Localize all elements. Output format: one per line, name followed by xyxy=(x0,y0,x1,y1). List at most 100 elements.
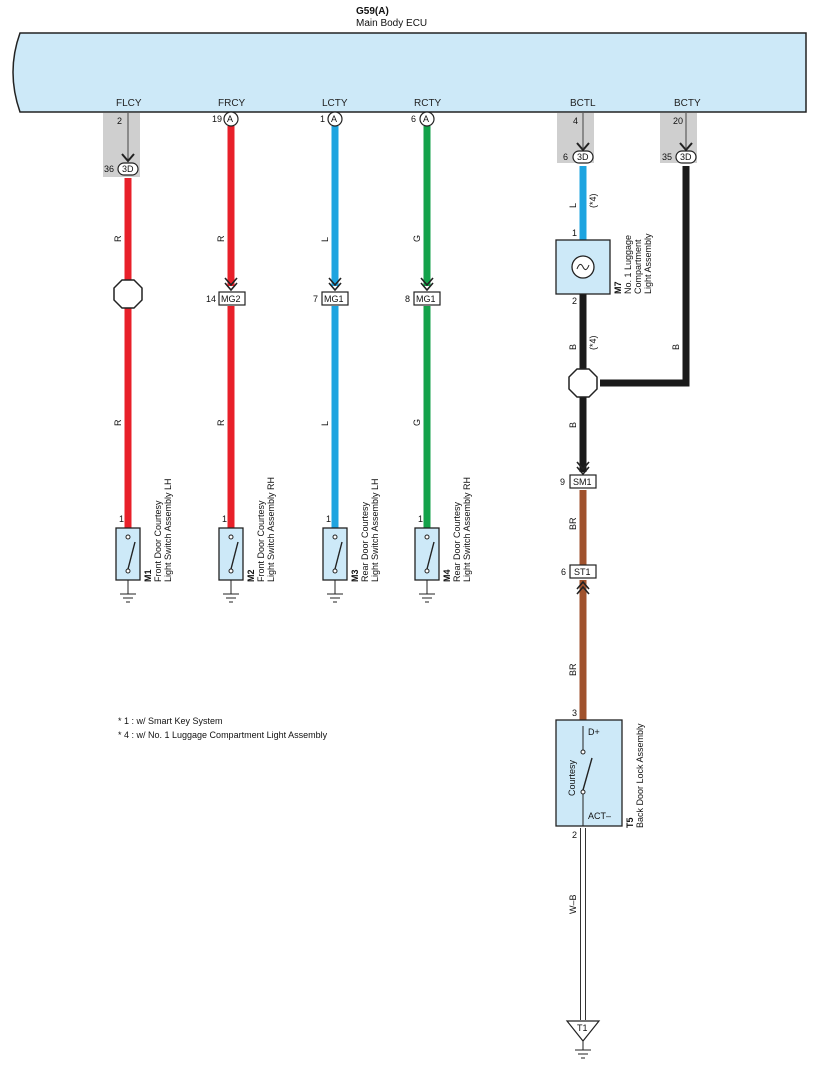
component-t5-name: Back Door Lock Assembly xyxy=(635,723,645,828)
connector-st1-label: ST1 xyxy=(574,567,591,577)
component-m4-name-2: Light Switch Assembly RH xyxy=(462,477,472,582)
pin-bcty-3d: 35 xyxy=(662,152,672,162)
wire-label-flcy-lower: R xyxy=(113,419,123,426)
ground-icon xyxy=(223,593,239,603)
component-m7-name-2: Compartment xyxy=(633,239,643,294)
wire-label-sm1-brown: BR xyxy=(568,517,578,530)
component-m1-name-1: Front Door Courtesy xyxy=(153,500,163,582)
pin-t5-2: 2 xyxy=(572,830,577,840)
t5-contact-bottom xyxy=(580,789,586,795)
component-m3-name-1: Rear Door Courtesy xyxy=(360,501,370,582)
component-m2-name-2: Light Switch Assembly RH xyxy=(266,477,276,582)
component-m7-name-3: Light Assembly xyxy=(643,233,653,294)
main-body-ecu-box xyxy=(12,32,807,113)
m3-contact-top xyxy=(332,534,338,540)
arrow-sm1 xyxy=(576,461,590,476)
pin-bctl-3d: 6 xyxy=(563,152,568,162)
wire-label-wb: W–B xyxy=(568,894,578,914)
ground-icon xyxy=(575,1049,591,1059)
wire-label-lcty-upper: L xyxy=(320,237,330,242)
ground-icon xyxy=(419,593,435,603)
pin-rcty-top: 6 xyxy=(411,114,416,124)
pin-m3-1: 1 xyxy=(326,514,331,524)
connector-a-lcty-label: A xyxy=(331,114,337,124)
component-m1-name-2: Light Switch Assembly LH xyxy=(163,478,173,582)
pin-st1: 6 xyxy=(561,567,566,577)
connector-a-rcty xyxy=(419,111,435,127)
wire-label-bcty: B xyxy=(671,344,681,350)
pin-frcy-top: 19 xyxy=(212,114,222,124)
connector-a-frcy-label: A xyxy=(227,114,233,124)
pin-m2-1: 1 xyxy=(222,514,227,524)
pin-bcty-top: 20 xyxy=(673,116,683,126)
connector-mg2-label: MG2 xyxy=(221,294,241,304)
connector-3d-bcty-label: 3D xyxy=(680,152,692,162)
terminal-rcty: RCTY xyxy=(414,98,442,109)
m4-contact-top xyxy=(424,534,430,540)
ground-icon xyxy=(327,593,343,603)
pin-sm1: 9 xyxy=(560,477,565,487)
pin-m7-2: 2 xyxy=(572,296,577,306)
wire-bcty-black xyxy=(600,166,690,387)
wire-label-rcty-lower: G xyxy=(412,419,422,426)
t5-contact-top xyxy=(580,749,586,755)
wire-label-bctl: L xyxy=(568,203,578,208)
component-m2-name-1: Front Door Courtesy xyxy=(256,500,266,582)
arrow-st1 xyxy=(576,580,590,595)
arrow-mg2 xyxy=(224,277,238,292)
connector-mg1-lcty-label: MG1 xyxy=(324,294,344,304)
component-m4-id: M4 xyxy=(442,569,452,582)
terminal-flcy: FLCY xyxy=(116,98,142,109)
m1-switch-blade xyxy=(127,541,136,570)
arrow-flcy xyxy=(121,153,135,163)
m2-contact-bottom xyxy=(228,568,234,574)
connector-a-rcty-label: A xyxy=(423,114,429,124)
component-t5-box xyxy=(555,719,623,827)
pin-bctl-top: 4 xyxy=(573,116,578,126)
m2-contact-top xyxy=(228,534,234,540)
pin-lcty-top: 1 xyxy=(320,114,325,124)
component-m3-name-2: Light Switch Assembly LH xyxy=(370,478,380,582)
ecu-code: G59(A) xyxy=(356,6,389,17)
footnote-4: * 4 : w/ No. 1 Luggage Compartment Light… xyxy=(118,730,328,740)
connector-mg2 xyxy=(218,291,246,306)
lamp-filament-icon xyxy=(576,263,590,271)
component-m4-name-1: Rear Door Courtesy xyxy=(452,501,462,582)
component-m7-id: M7 xyxy=(613,281,623,294)
wire-label-junction-black: B xyxy=(568,422,578,428)
connector-sm1-label: SM1 xyxy=(573,477,592,487)
t5-act-label: ACT– xyxy=(588,811,611,821)
t5-dplus-label: D+ xyxy=(588,727,600,737)
connector-a-frcy xyxy=(223,111,239,127)
wire-label-m7-note: (*4) xyxy=(588,335,598,350)
connector-sm1 xyxy=(569,474,597,489)
ecu-name: Main Body ECU xyxy=(356,18,427,29)
connector-3d-flcy xyxy=(117,162,139,176)
component-m3-id: M3 xyxy=(350,569,360,582)
arrow-bctl xyxy=(576,142,590,152)
m4-switch-blade xyxy=(426,541,435,570)
connector-st1 xyxy=(569,564,597,579)
pin-m1-1: 1 xyxy=(119,514,124,524)
connector-3d-bcty xyxy=(675,150,697,164)
splice-bctl-bcty xyxy=(568,368,598,398)
connector-3d-flcy-label: 3D xyxy=(122,164,134,174)
arrow-mg1-rcty xyxy=(420,277,434,292)
terminal-lcty: LCTY xyxy=(322,98,348,109)
m1-contact-bottom xyxy=(125,568,131,574)
wire-label-st1-brown: BR xyxy=(568,663,578,676)
m1-contact-top xyxy=(125,534,131,540)
arrow-bcty xyxy=(679,142,693,152)
pin-t5-3: 3 xyxy=(572,708,577,718)
t5-courtesy-label: Courtesy xyxy=(567,759,577,796)
wire-label-bctl-note: (*4) xyxy=(588,193,598,208)
pin-m4-1: 1 xyxy=(418,514,423,524)
m3-contact-bottom xyxy=(332,568,338,574)
t5-switch-blade xyxy=(582,757,593,791)
pin-m4-mg1: 8 xyxy=(405,294,410,304)
component-m7-name-1: No. 1 Luggage xyxy=(623,235,633,294)
wire-label-frcy-lower: R xyxy=(216,419,226,426)
pin-m3-mg1: 7 xyxy=(313,294,318,304)
splice-flcy xyxy=(113,279,143,309)
